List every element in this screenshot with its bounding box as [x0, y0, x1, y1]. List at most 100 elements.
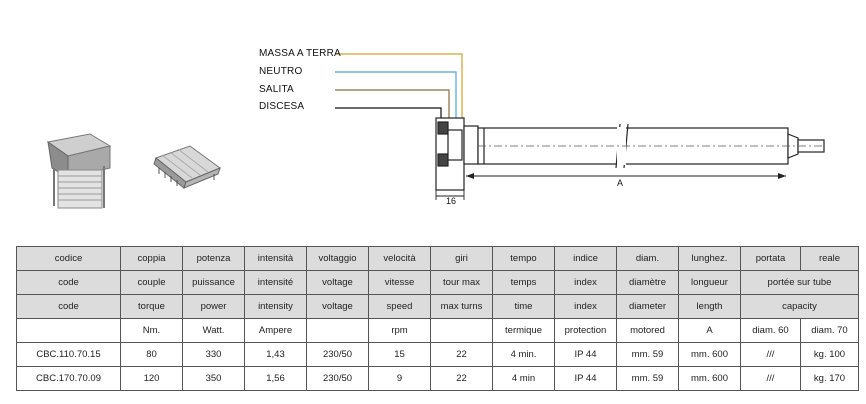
table-cell: code — [16, 294, 121, 319]
table-cell — [430, 318, 493, 343]
wire-label-up: SALITA — [259, 84, 294, 95]
table-cell: 15 — [368, 342, 431, 367]
table-cell: codice — [16, 246, 121, 271]
table-cell: mm. 59 — [616, 366, 679, 391]
wire-neutral — [335, 71, 457, 122]
table-cell: 350 — [182, 366, 245, 391]
table-cell: CBC.110.70.15 — [16, 342, 121, 367]
table-cell: diam. — [616, 246, 679, 271]
table-cell: kg. 170 — [800, 366, 859, 391]
table-cell: termique — [492, 318, 555, 343]
table-cell: index — [554, 270, 617, 295]
table-cell: 230/50 — [306, 342, 369, 367]
table-row: CBC.110.70.15 80 330 1,43 230/50 15 22 4… — [16, 342, 859, 367]
motor-wires — [335, 53, 463, 122]
table-cell: motored — [616, 318, 679, 343]
table-cell: 230/50 — [306, 366, 369, 391]
table-cell: voltaggio — [306, 246, 369, 271]
table-cell: portée sur tube — [740, 270, 859, 295]
roller-shutter-box-image — [46, 133, 112, 209]
table-cell: torque — [120, 294, 183, 319]
table-cell: giri — [430, 246, 493, 271]
table-cell: 120 — [120, 366, 183, 391]
header-row-french: code couple puissance intensité voltage … — [16, 270, 859, 295]
table-cell: CBC.170.70.09 — [16, 366, 121, 391]
table-cell: diamètre — [616, 270, 679, 295]
table-cell: velocità — [368, 246, 431, 271]
table-cell: vitesse — [368, 270, 431, 295]
header-row-english: code torque power intensity voltage spee… — [16, 294, 859, 319]
specifications-table: codice coppia potenza intensità voltaggi… — [16, 246, 859, 391]
table-cell: IP 44 — [554, 342, 617, 367]
wire-down — [335, 107, 442, 122]
table-cell: A — [678, 318, 741, 343]
wire-up — [335, 89, 450, 122]
dimension-length-label: A — [617, 178, 623, 188]
table-cell: 9 — [368, 366, 431, 391]
shutter-slats-image — [153, 145, 222, 189]
table-cell: couple — [120, 270, 183, 295]
table-cell: diam. 60 — [740, 318, 801, 343]
table-cell: tempo — [492, 246, 555, 271]
wire-label-neutral: NEUTRO — [259, 66, 303, 77]
table-cell: Watt. — [182, 318, 245, 343]
table-cell: code — [16, 270, 121, 295]
header-row-italian: codice coppia potenza intensità voltaggi… — [16, 246, 859, 271]
technical-illustration: 16 A — [46, 53, 825, 209]
table-cell: length — [678, 294, 741, 319]
table-cell: 80 — [120, 342, 183, 367]
table-cell — [306, 318, 369, 343]
table-cell: portata — [740, 246, 801, 271]
table-cell: Ampere — [244, 318, 307, 343]
table-cell: /// — [740, 366, 801, 391]
table-cell: longueur — [678, 270, 741, 295]
table-cell: mm. 59 — [616, 342, 679, 367]
table-cell: speed — [368, 294, 431, 319]
table-cell: 4 min — [492, 366, 555, 391]
table-cell: voltage — [306, 270, 369, 295]
table-cell: diameter — [616, 294, 679, 319]
table-cell: 1,56 — [244, 366, 307, 391]
table-cell: diam. 70 — [800, 318, 859, 343]
table-cell: Nm. — [120, 318, 183, 343]
table-cell: power — [182, 294, 245, 319]
dimension-head-label: 16 — [446, 196, 456, 206]
table-cell: intensity — [244, 294, 307, 319]
table-cell: rpm — [368, 318, 431, 343]
table-cell: max turns — [430, 294, 493, 319]
table-cell: /// — [740, 342, 801, 367]
table-cell: mm. 600 — [678, 342, 741, 367]
table-cell: 330 — [182, 342, 245, 367]
table-cell: coppia — [120, 246, 183, 271]
table-cell: reale — [800, 246, 859, 271]
table-cell: index — [554, 294, 617, 319]
table-cell — [16, 318, 121, 343]
table-cell: mm. 600 — [678, 366, 741, 391]
wire-label-down: DISCESA — [259, 101, 305, 112]
table-cell: IP 44 — [554, 366, 617, 391]
table-cell: kg. 100 — [800, 342, 859, 367]
table-cell: capacity — [740, 294, 859, 319]
table-cell: indice — [554, 246, 617, 271]
table-cell: lunghez. — [678, 246, 741, 271]
table-row: CBC.170.70.09 120 350 1,56 230/50 9 22 4… — [16, 366, 859, 391]
table-cell: puissance — [182, 270, 245, 295]
table-cell: temps — [492, 270, 555, 295]
wire-label-ground: MASSA A TERRA — [259, 48, 341, 59]
table-cell: intensità — [244, 246, 307, 271]
table-cell: tour max — [430, 270, 493, 295]
motor-head — [435, 117, 479, 191]
wire-ground — [335, 53, 463, 122]
table-cell: 4 min. — [492, 342, 555, 367]
units-row: Nm. Watt. Ampere rpm termique protection… — [16, 318, 859, 343]
table-cell: 22 — [430, 366, 493, 391]
table-cell: 1,43 — [244, 342, 307, 367]
table-cell: protection — [554, 318, 617, 343]
dimension-lines — [435, 173, 786, 200]
table-cell: time — [492, 294, 555, 319]
table-cell: intensité — [244, 270, 307, 295]
table-cell: potenza — [182, 246, 245, 271]
table-cell: voltage — [306, 294, 369, 319]
motor-tube — [477, 123, 825, 169]
table-cell: 22 — [430, 342, 493, 367]
